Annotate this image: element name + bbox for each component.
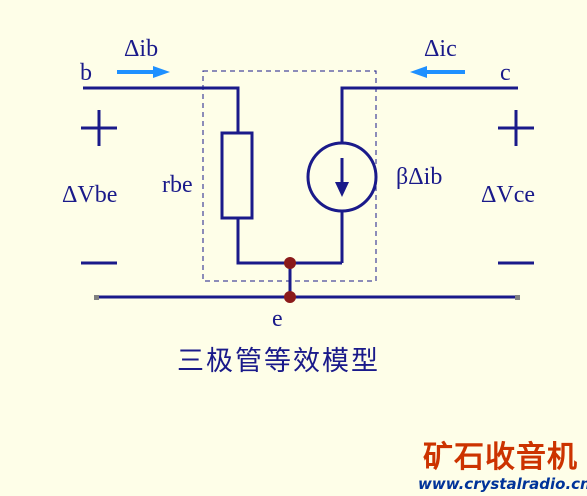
terminal-right-end [515,295,520,300]
base-current-label: Δib [124,36,158,62]
vce-label: ΔVce [481,182,535,208]
diagram-caption: 三极管等效模型 [177,346,380,377]
junction-node-lower [284,291,296,303]
plus-right-icon [498,110,534,146]
arrow-right-icon [117,66,170,78]
collector-wire [340,86,518,142]
base-wire [83,86,240,133]
brand-name: 矿石收音机 [423,440,578,475]
plus-left-icon [81,110,117,146]
model-boundary-box [202,70,377,282]
rbe-label: rbe [162,172,193,198]
base-label: b [80,60,92,86]
arrow-left-icon [410,66,465,78]
arrow-down-icon [335,158,349,197]
collector-current-label: Δic [424,36,457,62]
collector-label: c [500,60,511,86]
emitter-label: e [272,306,283,332]
rbe-resistor [220,131,254,220]
vbe-label: ΔVbe [62,182,117,208]
rbe-bottom-wire [236,218,342,265]
terminal-left-end [94,295,99,300]
junction-node-upper [284,257,296,269]
brand-url: www.crystalradio.cn [418,475,587,493]
current-source-label: βΔib [396,164,442,190]
